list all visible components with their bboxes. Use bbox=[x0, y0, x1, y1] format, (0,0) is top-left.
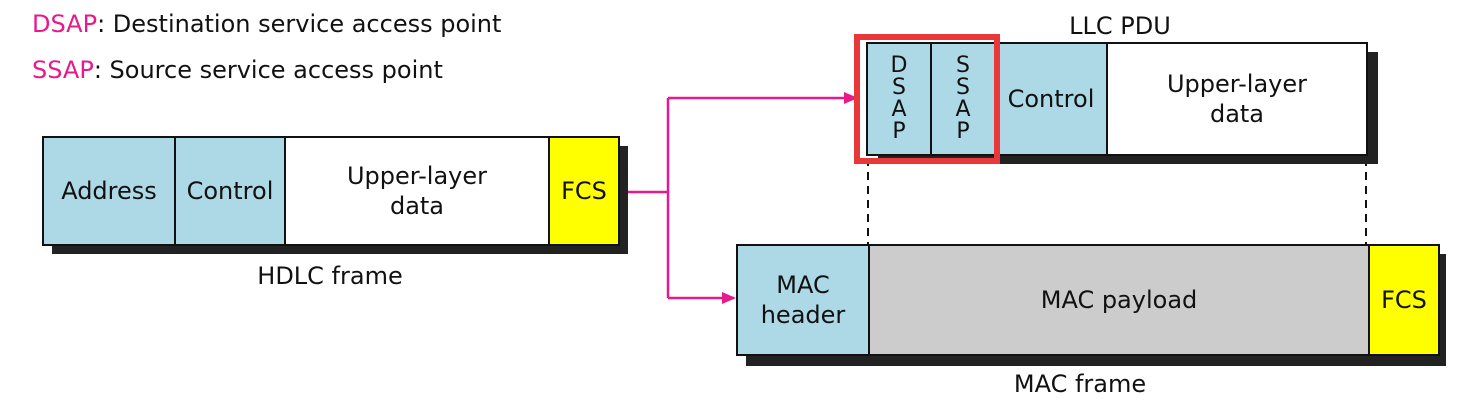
llc-control-field: Control bbox=[994, 42, 1108, 156]
ssap-key: SSAP bbox=[32, 56, 94, 84]
mac-payload-field: MAC payload bbox=[868, 244, 1370, 356]
hdlc-address-label: Address bbox=[61, 177, 157, 205]
mac-header-label-line1: MAC bbox=[776, 271, 830, 299]
mac-header-field: MAC header bbox=[736, 244, 870, 356]
hdlc-fcs-label: FCS bbox=[561, 177, 607, 205]
ssap-description: : Source service access point bbox=[93, 56, 443, 84]
hdlc-control-field: Control bbox=[174, 136, 286, 246]
dsap-vertical-label: D S A P bbox=[891, 55, 908, 143]
ssap-letter: P bbox=[956, 119, 970, 144]
llc-data-label-line1: Upper-layer bbox=[1166, 70, 1307, 98]
ssap-letter: S bbox=[956, 53, 970, 78]
llc-ssap-field: S S A P bbox=[930, 42, 996, 156]
legend-dsap: DSAP: Destination service access point bbox=[32, 10, 501, 38]
dsap-letter: A bbox=[891, 97, 907, 122]
hdlc-data-field: Upper-layer data bbox=[284, 136, 550, 246]
hdlc-address-field: Address bbox=[42, 136, 176, 246]
dsap-key: DSAP bbox=[32, 10, 98, 38]
llc-control-label: Control bbox=[1007, 85, 1095, 113]
hdlc-control-label: Control bbox=[186, 177, 274, 205]
mac-frame-caption: MAC frame bbox=[1013, 370, 1147, 398]
ssap-letter: A bbox=[955, 97, 971, 122]
hdlc-fcs-field: FCS bbox=[548, 136, 620, 246]
hdlc-data-label-line1: Upper-layer bbox=[346, 162, 487, 190]
llc-pdu-caption: LLC PDU bbox=[1069, 12, 1171, 40]
llc-dsap-field: D S A P bbox=[866, 42, 932, 156]
ssap-vertical-label: S S A P bbox=[955, 55, 970, 143]
mac-fcs-label: FCS bbox=[1381, 286, 1427, 314]
mac-header-label-line2: header bbox=[760, 301, 846, 329]
dsap-letter: S bbox=[892, 75, 906, 100]
dsap-description: : Destination service access point bbox=[97, 10, 502, 38]
hdlc-frame-caption: HDLC frame bbox=[257, 262, 403, 290]
mac-fcs-field: FCS bbox=[1368, 244, 1440, 356]
legend-ssap: SSAP: Source service access point bbox=[32, 56, 443, 84]
hdlc-data-label-line2: data bbox=[389, 192, 445, 220]
mac-payload-label: MAC payload bbox=[1040, 286, 1198, 314]
dsap-letter: D bbox=[890, 53, 908, 78]
ssap-letter: S bbox=[956, 75, 970, 100]
llc-data-field: Upper-layer data bbox=[1106, 42, 1368, 156]
llc-data-label-line2: data bbox=[1209, 100, 1265, 128]
dsap-letter: P bbox=[892, 119, 906, 144]
dsap-ssap-highlight-box bbox=[854, 34, 1000, 164]
